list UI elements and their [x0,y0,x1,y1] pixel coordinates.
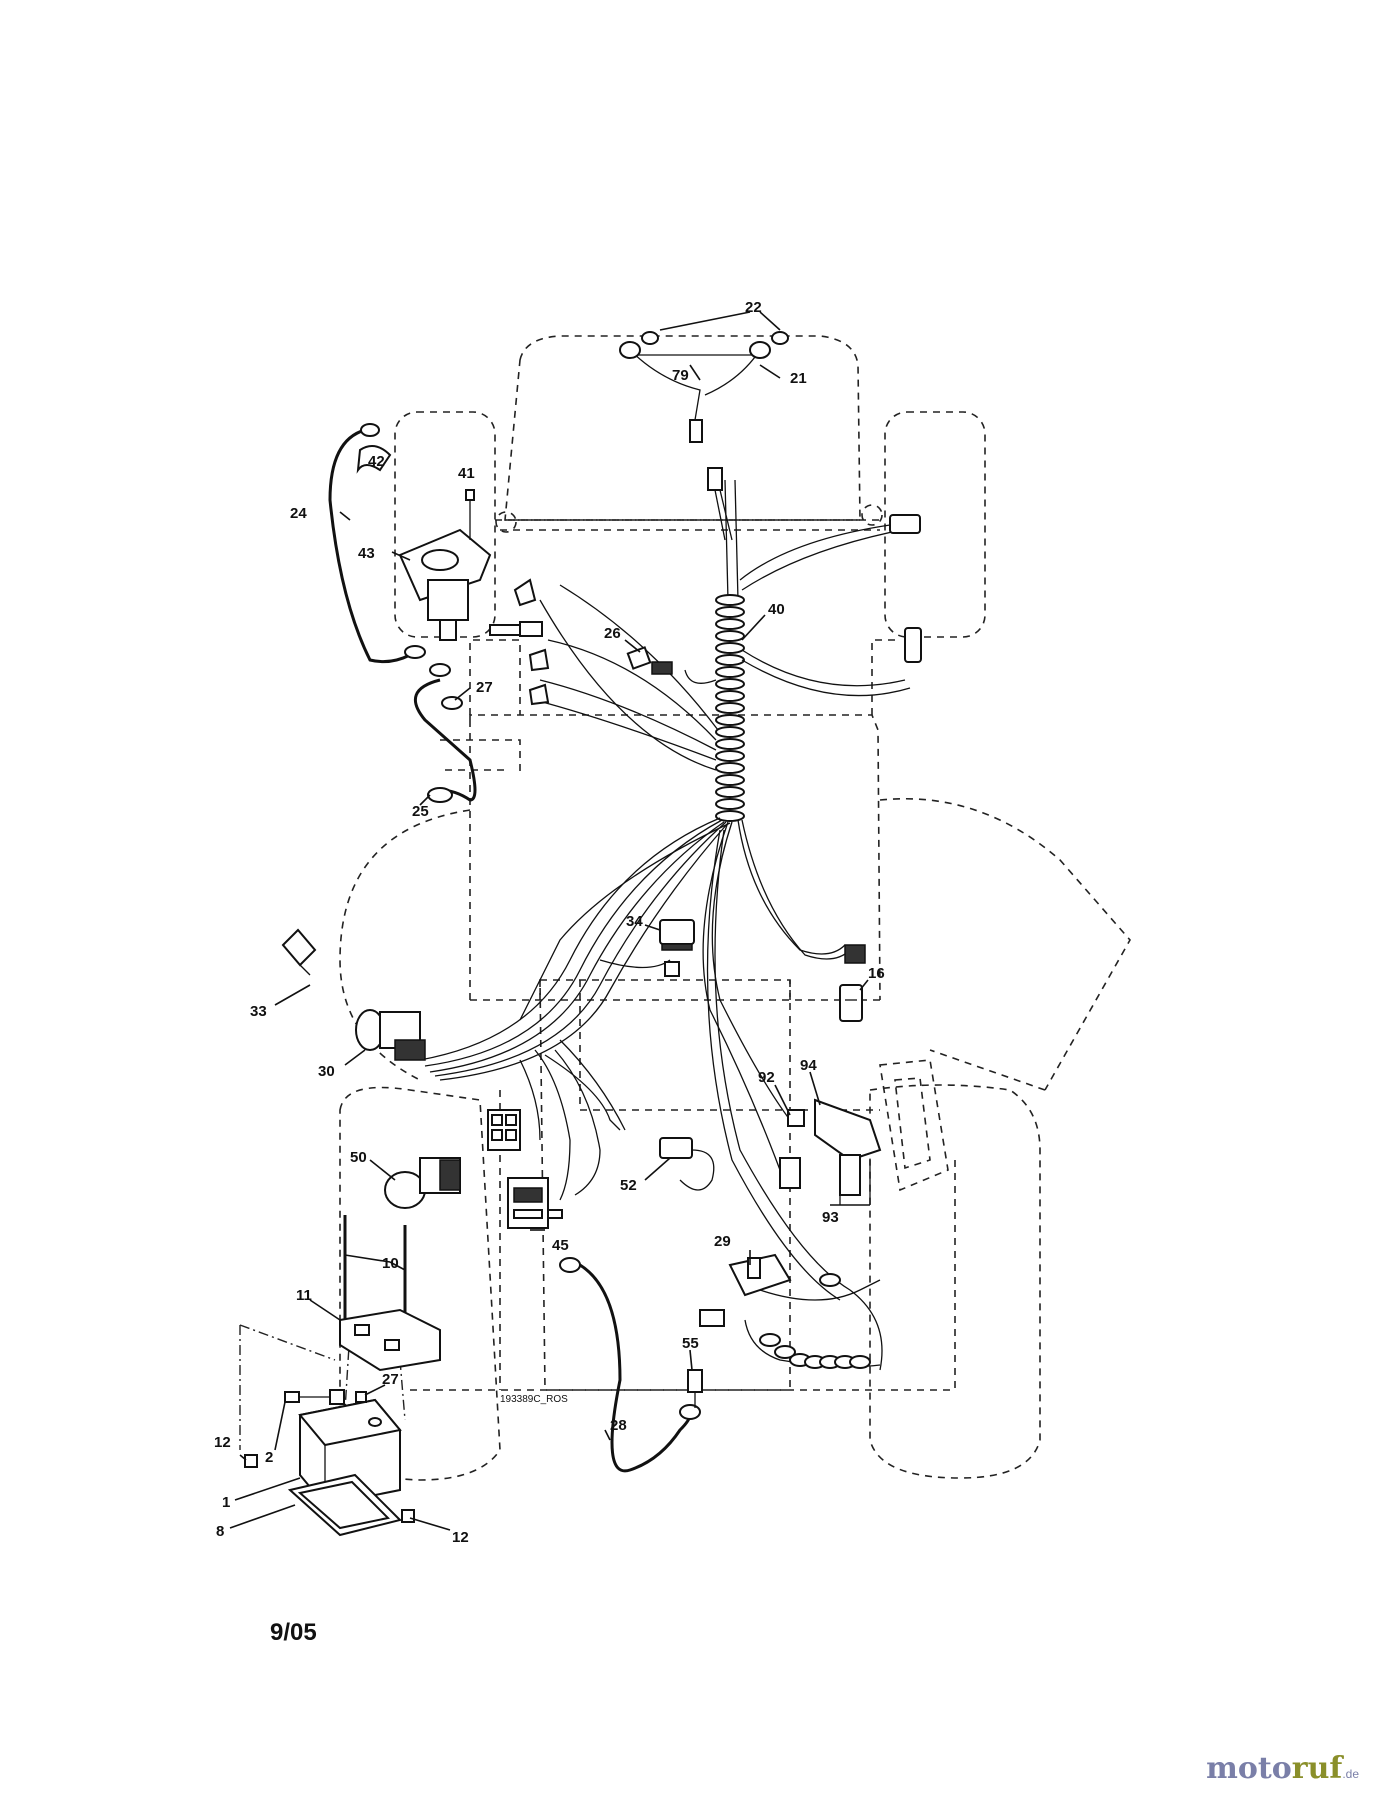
chassis-outline [339,335,1131,1481]
watermark-part2: ruf [1291,1751,1343,1786]
seat-switch [659,919,695,977]
charging-coil-cable [744,1319,881,1369]
battery-terminals [284,1389,367,1405]
headlight-bulb-right [749,341,771,359]
diode-pack [659,1137,715,1191]
harness-clips [513,578,550,706]
relay [839,944,866,1022]
watermark-part3: .de [1342,1767,1359,1781]
callout-45: 45 [552,1237,569,1254]
headlight-switch [384,1157,461,1209]
battery-hold-down [339,1215,441,1372]
callout-21: 21 [790,370,807,387]
callout-79: 79 [672,367,689,384]
callout-10: 10 [382,1255,399,1272]
callout-25: 25 [412,803,429,820]
headlight-bulb-left [619,341,641,359]
callout-94: 94 [800,1057,817,1074]
connector-26 [626,646,673,675]
callout-42: 42 [368,453,385,470]
callout-55: 55 [682,1335,699,1352]
callout-leaders [229,311,870,1531]
main-wiring-harness [419,479,911,1371]
drawing-number: 193389C_ROS [500,1394,568,1405]
callout-12-right: 12 [452,1529,469,1546]
callout-92: 92 [758,1069,775,1086]
harness-head-connector [707,467,723,491]
date-code: 9/05 [270,1619,317,1646]
starter-relay [699,1253,881,1327]
right-side-connectors [889,514,922,663]
battery-tray [287,1473,402,1537]
ignition-switch [355,1009,426,1061]
callout-28: 28 [610,1417,627,1434]
callout-34: 34 [626,913,643,930]
callout-labels: 22 79 21 42 41 24 43 40 26 27 25 34 16 3… [214,299,885,1546]
battery-cables [328,423,543,803]
connector-block [487,1109,521,1151]
ignition-key [281,928,317,976]
battery-bolts [244,1454,415,1523]
headlight-connector [689,419,703,443]
site-watermark: motoruf.de [1206,1751,1359,1786]
callout-1: 1 [222,1494,230,1511]
callout-43: 43 [358,545,375,562]
callout-52: 52 [620,1177,637,1194]
callout-33: 33 [250,1003,267,1020]
callout-30: 30 [318,1063,335,1080]
callout-16: 16 [868,965,885,982]
callout-24: 24 [290,505,307,522]
callout-40: 40 [768,601,785,618]
callout-2: 2 [265,1449,273,1466]
callout-11: 11 [296,1287,312,1304]
callout-93: 93 [822,1209,839,1226]
callout-12-left: 12 [214,1434,231,1451]
battery [298,1398,402,1507]
callout-41: 41 [458,465,475,482]
callout-8: 8 [216,1523,224,1540]
pto-switch [779,1098,882,1205]
callout-22: 22 [745,299,762,316]
headlight-assembly [619,331,789,541]
watermark-part1: moto [1206,1751,1292,1786]
callout-50: 50 [350,1149,367,1166]
hour-meter [507,1177,563,1229]
callout-29: 29 [714,1233,731,1250]
battery-mount-lines [239,1324,406,1450]
ground-cable [559,1257,701,1473]
fuse-holder [687,1369,703,1408]
callout-26: 26 [604,625,621,642]
starter-solenoid [356,445,492,641]
harness-loom-coil [715,594,745,822]
callout-27-upper: 27 [476,679,493,696]
callout-27-lower: 27 [382,1371,399,1388]
